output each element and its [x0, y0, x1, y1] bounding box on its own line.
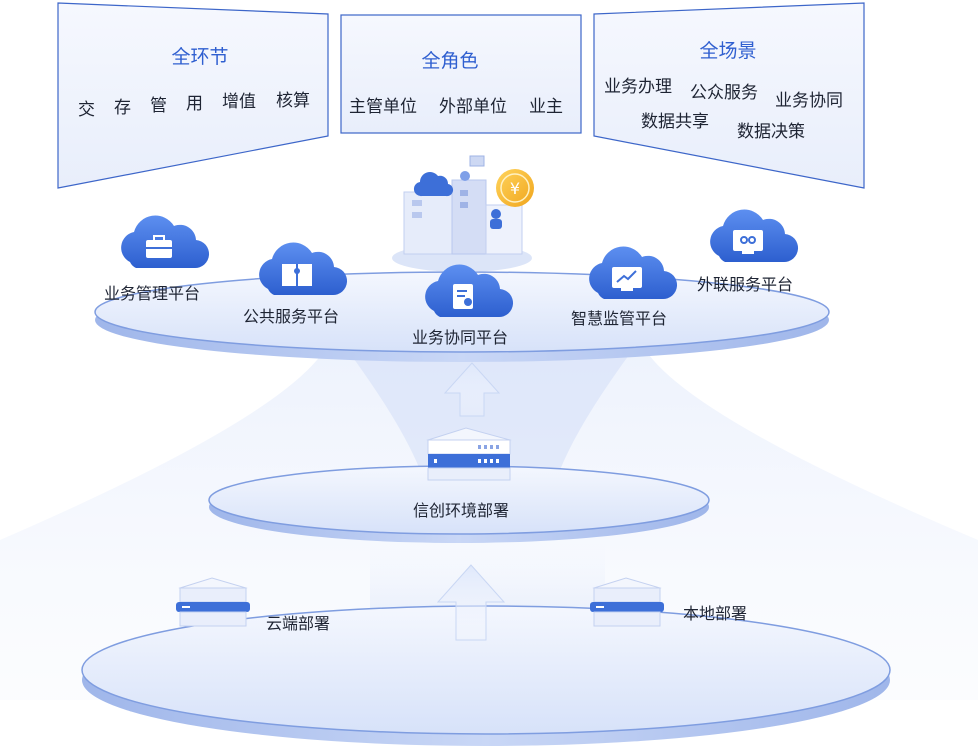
panel-right-item: 数据决策	[737, 122, 805, 142]
panel-right-title: 全场景	[699, 40, 757, 62]
panel-left-item: 增值	[222, 92, 256, 112]
server-cloud-icon	[176, 577, 250, 627]
platform-label: 业务协同平台	[412, 328, 509, 347]
panel-right-item: 公众服务	[690, 83, 758, 103]
panel-middle-item: 主管单位	[349, 97, 417, 117]
platform-label: 公共服务平台	[243, 307, 340, 326]
middle-disc	[208, 465, 710, 543]
panel-middle-title: 全角色	[421, 50, 479, 72]
arrow-up-icon	[443, 362, 501, 417]
panel-right-item: 业务办理	[604, 77, 672, 97]
platform-label: 智慧监管平台	[571, 309, 668, 328]
panel-left-shape	[57, 2, 329, 189]
bottom-disc	[81, 605, 891, 746]
platform-label: 业务管理平台	[104, 284, 201, 303]
panel-left-item: 存	[114, 98, 131, 118]
panel-left-item: 管	[150, 96, 167, 116]
local-deploy-label: 本地部署	[683, 604, 748, 623]
server-local-icon	[590, 577, 664, 627]
panel-right-item: 数据共享	[641, 112, 709, 132]
panel-left-item: 核算	[276, 91, 310, 111]
cloud-briefcase-icon	[121, 215, 210, 269]
svg-text:¥: ¥	[510, 179, 520, 198]
city-buildings-icon: ¥	[392, 155, 534, 272]
panel-middle-shape	[340, 14, 582, 134]
panel-middle-item: 业主	[529, 97, 563, 117]
cloud-book-icon	[259, 242, 348, 296]
panel-left-item: 交	[78, 100, 95, 120]
cloud-monitor-link-icon	[710, 209, 799, 263]
panel-left-item: 用	[186, 94, 203, 114]
panel-right-shape	[593, 2, 865, 189]
cloud-deploy-label: 云端部署	[266, 614, 331, 633]
cloud-monitor-chart-icon	[589, 246, 678, 300]
platform-label: 外联服务平台	[697, 275, 794, 294]
server-stack-icon	[426, 427, 512, 481]
middle-deploy-label: 信创环境部署	[413, 501, 510, 520]
panel-left-title: 全环节	[171, 46, 229, 68]
cloud-document-icon	[425, 264, 514, 318]
arrow-up-icon	[436, 564, 506, 641]
panel-middle-item: 外部单位	[439, 97, 507, 117]
panel-right-item: 业务协同	[775, 91, 843, 111]
